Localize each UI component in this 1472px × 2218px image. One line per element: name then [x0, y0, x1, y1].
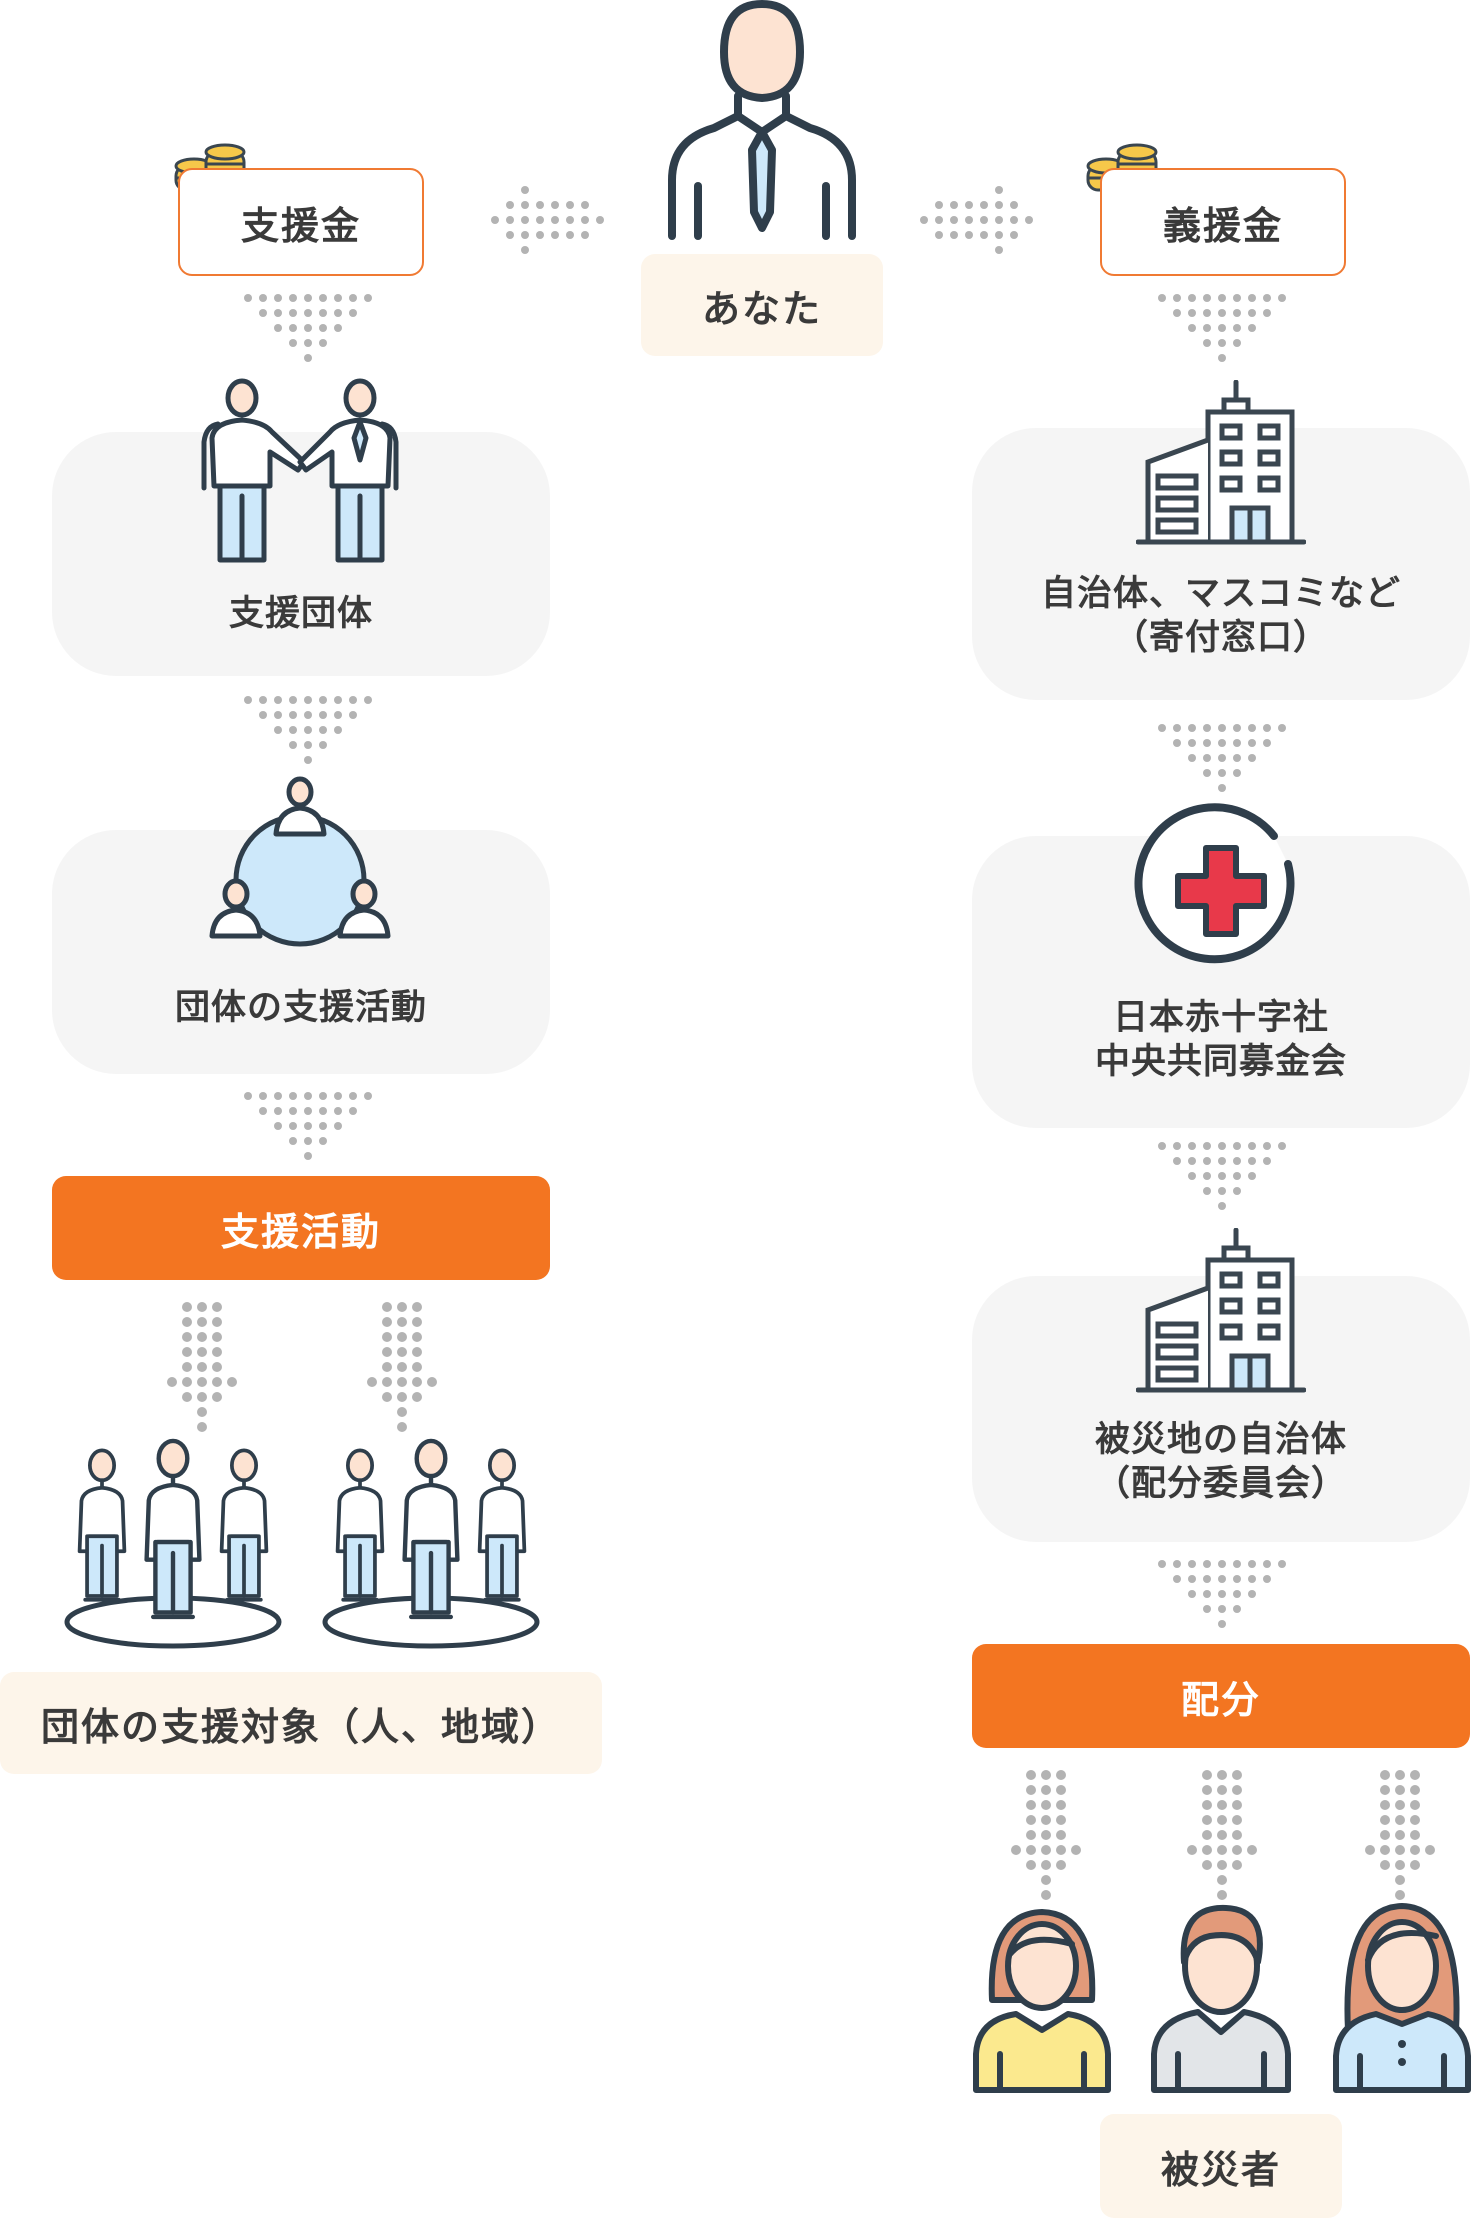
support-org-card: 支援団体	[52, 432, 550, 676]
dotted-arrow-icon	[1158, 1142, 1286, 1210]
red-cross-icon	[1134, 803, 1295, 964]
donation-window-label-1: 自治体、マスコミなど	[1040, 574, 1401, 614]
org-activity-card: 団体の支援活動	[52, 830, 550, 1074]
long-hair-woman-icon	[1333, 1903, 1471, 2093]
local-gov-label-2: （配分委員会）	[1094, 1464, 1347, 1504]
dotted-arrow-icon	[244, 696, 372, 764]
local-gov-label-1: 被災地の自治体	[1094, 1420, 1347, 1460]
building-icon	[1136, 380, 1306, 550]
left-funds-box: 支援金	[178, 168, 424, 276]
handshake-icon	[201, 378, 399, 563]
red-cross-card: 日本赤十字社 中央共同募金会	[972, 836, 1470, 1128]
support-target-label: 団体の支援対象（人、地域）	[0, 1672, 602, 1774]
victims-label: 被災者	[1100, 2114, 1342, 2218]
right-funds-box: 義援金	[1100, 168, 1346, 276]
people-group-icon	[64, 1432, 282, 1649]
org-activity-label: 団体の支援活動	[174, 988, 427, 1028]
businessman-icon	[668, 0, 856, 240]
dotted-arrow-icon	[1158, 724, 1286, 792]
dotted-arrow-icon	[244, 1092, 372, 1160]
support-activity-bar: 支援活動	[52, 1176, 550, 1280]
people-group-icon	[322, 1432, 540, 1649]
dotted-arrow-icon	[1158, 1560, 1286, 1628]
dotted-arrow-icon	[1360, 1770, 1440, 1900]
dotted-arrow-icon	[362, 1302, 442, 1432]
dotted-arrow-icon	[484, 178, 604, 262]
building-icon	[1136, 1228, 1306, 1398]
you-label: あなた	[641, 254, 883, 356]
donation-window-label-2: （寄付窓口）	[1112, 618, 1329, 658]
support-org-label: 支援団体	[228, 594, 373, 634]
dotted-arrow-icon	[920, 178, 1040, 262]
man-icon	[1151, 1904, 1291, 2093]
red-cross-label-1: 日本赤十字社	[1112, 998, 1329, 1038]
dotted-arrow-icon	[1158, 294, 1286, 362]
dotted-arrow-icon	[162, 1302, 242, 1432]
red-cross-label-2: 中央共同募金会	[1094, 1042, 1347, 1082]
woman-icon	[973, 1909, 1111, 2093]
dotted-arrow-icon	[244, 294, 372, 362]
distribution-bar: 配分	[972, 1644, 1470, 1748]
team-circle-icon	[209, 776, 391, 947]
dotted-arrow-icon	[1006, 1770, 1086, 1900]
dotted-arrow-icon	[1182, 1770, 1262, 1900]
